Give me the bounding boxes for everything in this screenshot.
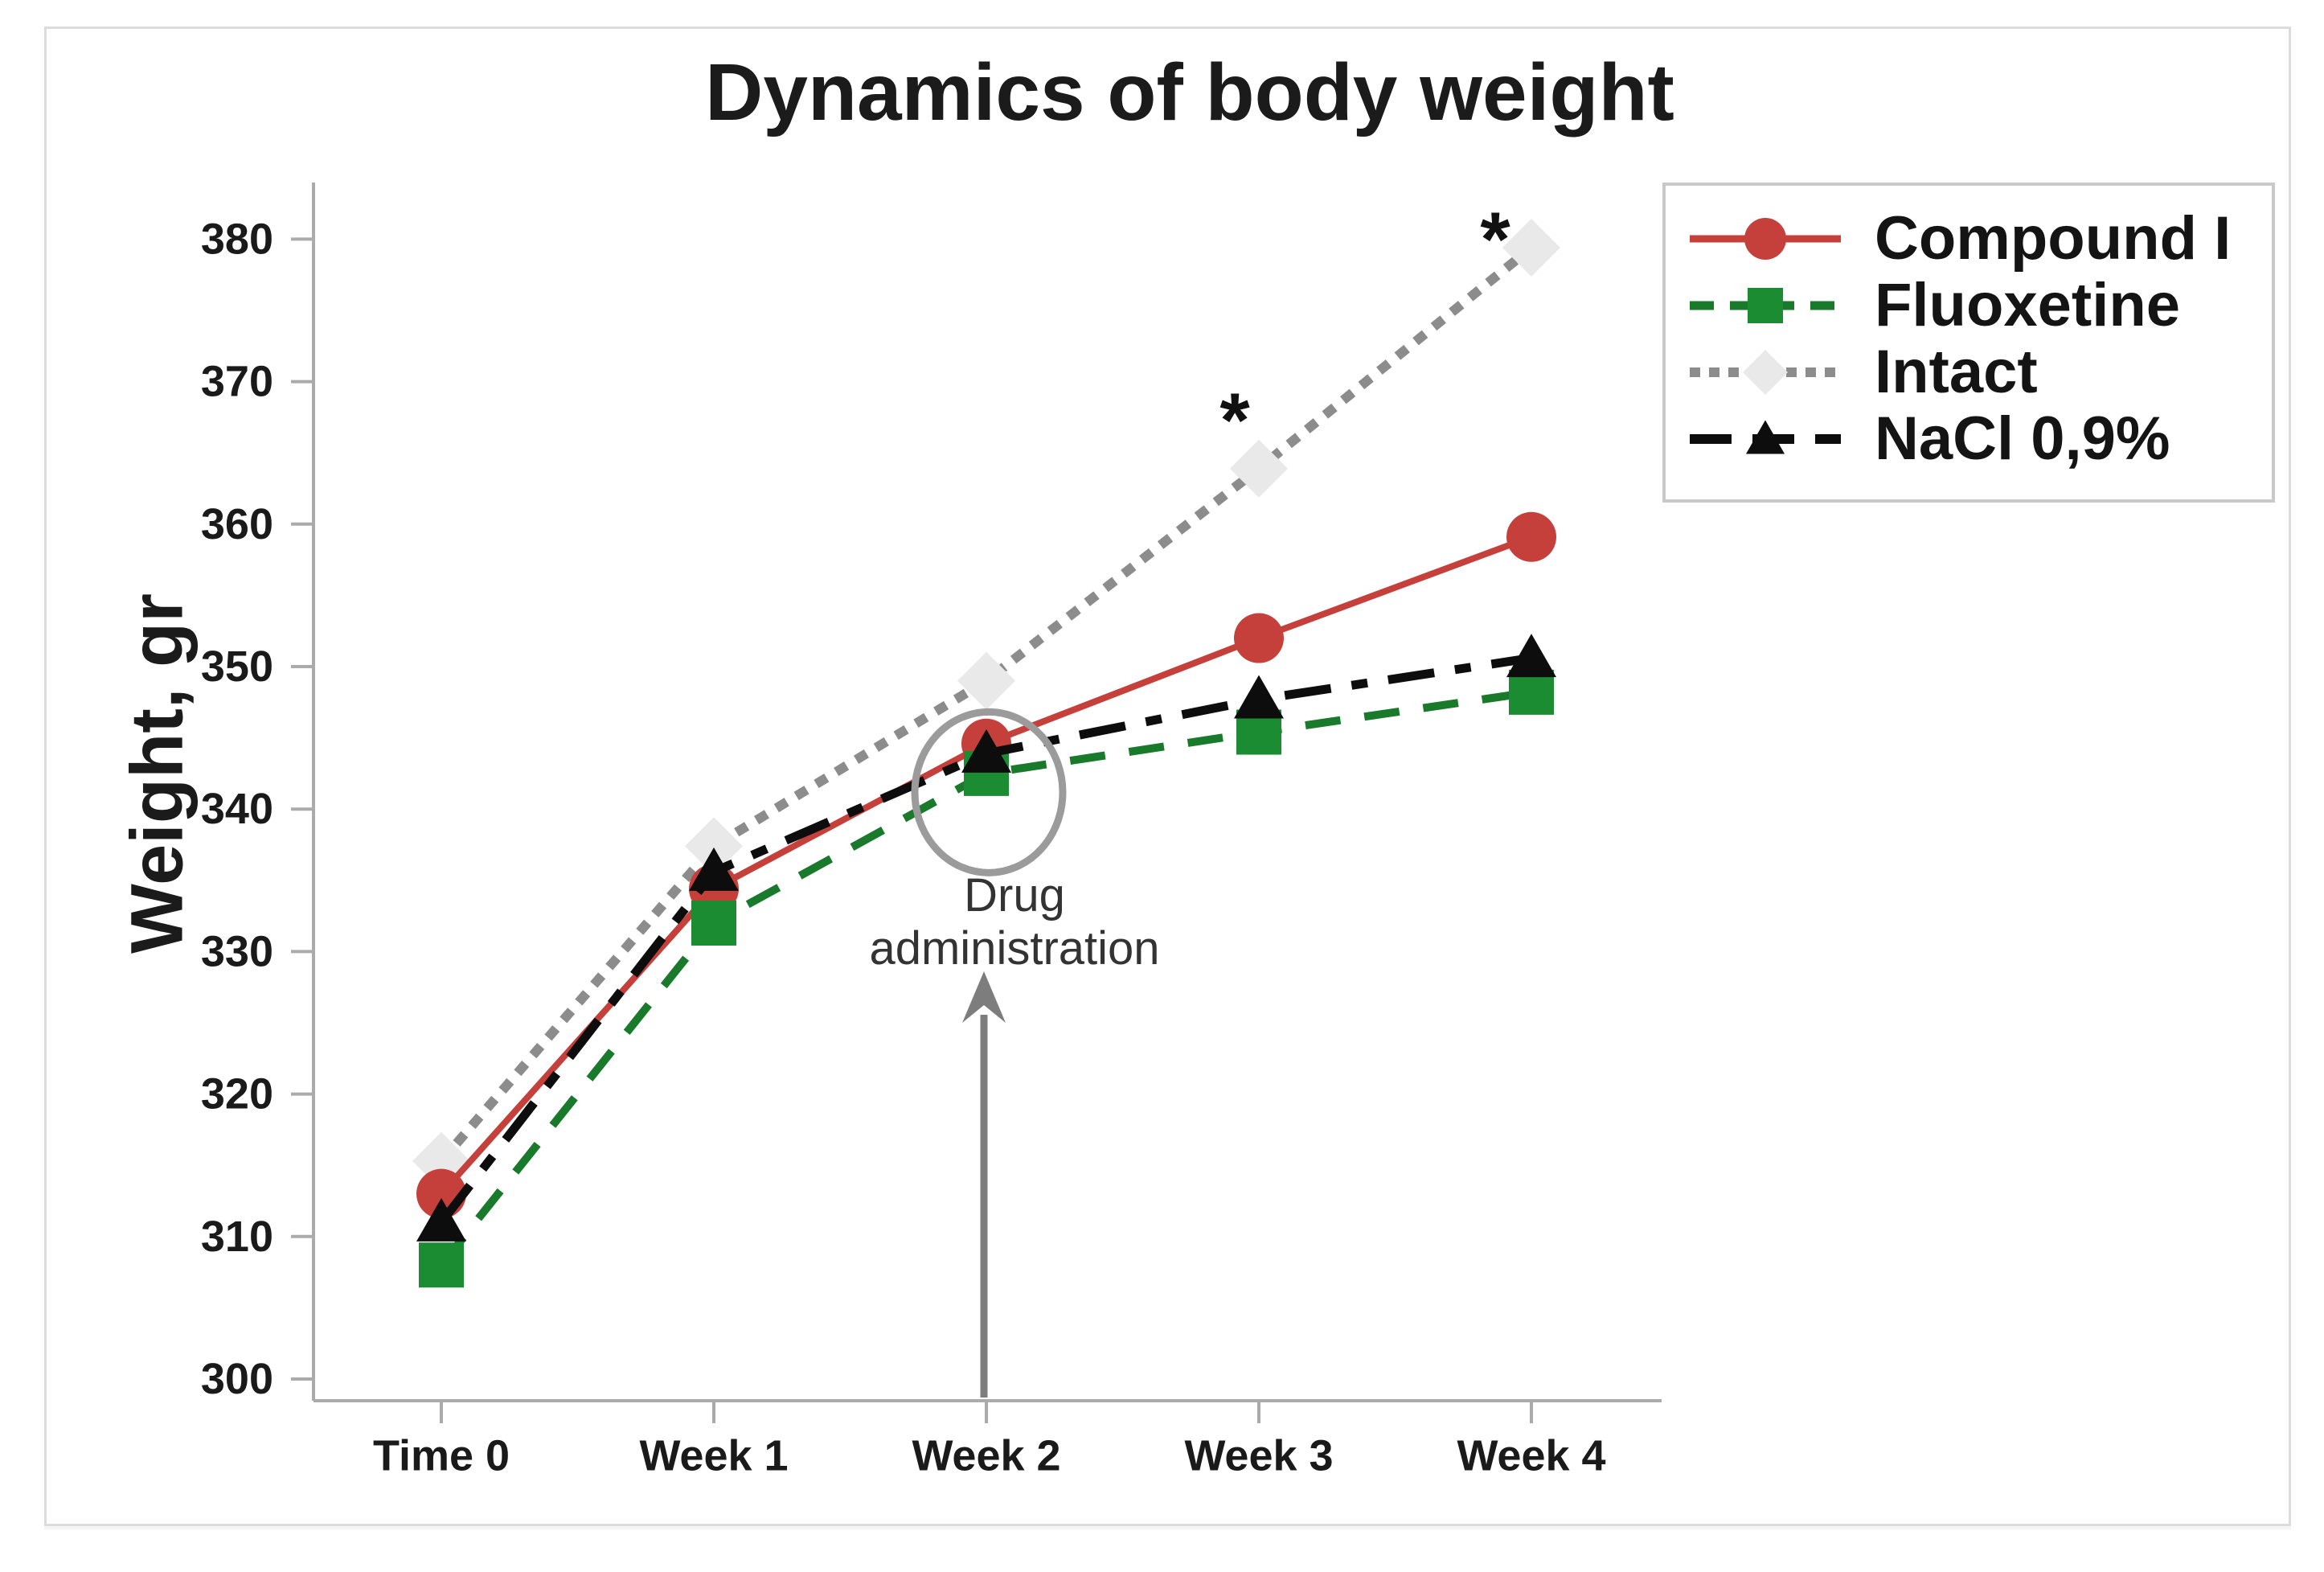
significance-asterisk: * [1480, 196, 1510, 282]
y-tick-label: 320 [201, 1070, 273, 1118]
triangle-marker [1234, 675, 1284, 719]
highlight-circle-icon [911, 708, 1067, 876]
square-marker [691, 900, 736, 946]
legend-swatch-compound-i [1690, 217, 1841, 260]
y-tick-label: 350 [201, 642, 273, 691]
significance-asterisk: * [1219, 377, 1250, 463]
x-tick-label: Time 0 [373, 1431, 510, 1480]
legend-swatch-intact [1690, 349, 1841, 395]
diamond-marker [1230, 439, 1288, 498]
legend-item-compound-i: Compound I [1666, 204, 2272, 273]
legend-item-nacl-0-9: NaCl 0,9% [1666, 404, 2272, 473]
square-marker [1509, 669, 1554, 715]
diamond-marker [1743, 349, 1788, 395]
circle-marker [1744, 217, 1786, 260]
square-marker [1748, 287, 1783, 323]
circle-marker [1506, 511, 1556, 562]
x-tick-label: Week 4 [1457, 1431, 1605, 1480]
triangle-marker [1506, 634, 1556, 678]
circle-marker [1234, 613, 1284, 663]
y-tick-label: 310 [201, 1213, 273, 1261]
annotations: ** [911, 196, 1510, 1398]
drug-annotation-line1: Drug [964, 869, 1065, 921]
legend-swatch-fluoxetine [1690, 287, 1841, 323]
x-tick-label: Week 2 [912, 1431, 1060, 1480]
diamond-marker [957, 651, 1015, 710]
legend-label: Compound I [1875, 204, 2232, 273]
series-nacl-0-9 [416, 634, 1556, 1242]
x-tick-label: Week 1 [639, 1431, 788, 1480]
y-tick-label: 340 [201, 785, 273, 833]
drug-annotation-line2: administration [869, 922, 1160, 975]
series-line [437, 244, 1535, 1164]
y-tick-label: 370 [201, 358, 273, 406]
legend-item-intact: Intact [1666, 338, 2272, 406]
square-marker [419, 1242, 464, 1288]
y-axis-title: Weight, gr [116, 593, 199, 954]
y-tick-label: 380 [201, 215, 273, 263]
arrow-up-icon [962, 971, 1006, 1023]
legend-label: NaCl 0,9% [1875, 404, 2170, 473]
triangle-marker [961, 729, 1011, 773]
diamond-marker [685, 817, 743, 876]
triangle-marker [689, 847, 739, 891]
triangle-marker [1746, 419, 1785, 454]
x-tick-label: Week 3 [1184, 1431, 1333, 1480]
y-tick-label: 330 [201, 927, 273, 975]
chart-title: Dynamics of body weight [705, 47, 1674, 137]
legend-label: Fluoxetine [1875, 271, 2181, 339]
legend-label: Intact [1875, 338, 2038, 406]
legend-swatch-nacl-0-9 [1690, 419, 1841, 454]
y-tick-label: 360 [201, 500, 273, 548]
legend-item-fluoxetine: Fluoxetine [1666, 271, 2272, 339]
y-tick-label: 300 [201, 1355, 273, 1403]
triangle-marker [416, 1197, 466, 1242]
diamond-marker [1502, 219, 1560, 277]
drug-administration-annotation: Drug administration [869, 869, 1159, 975]
